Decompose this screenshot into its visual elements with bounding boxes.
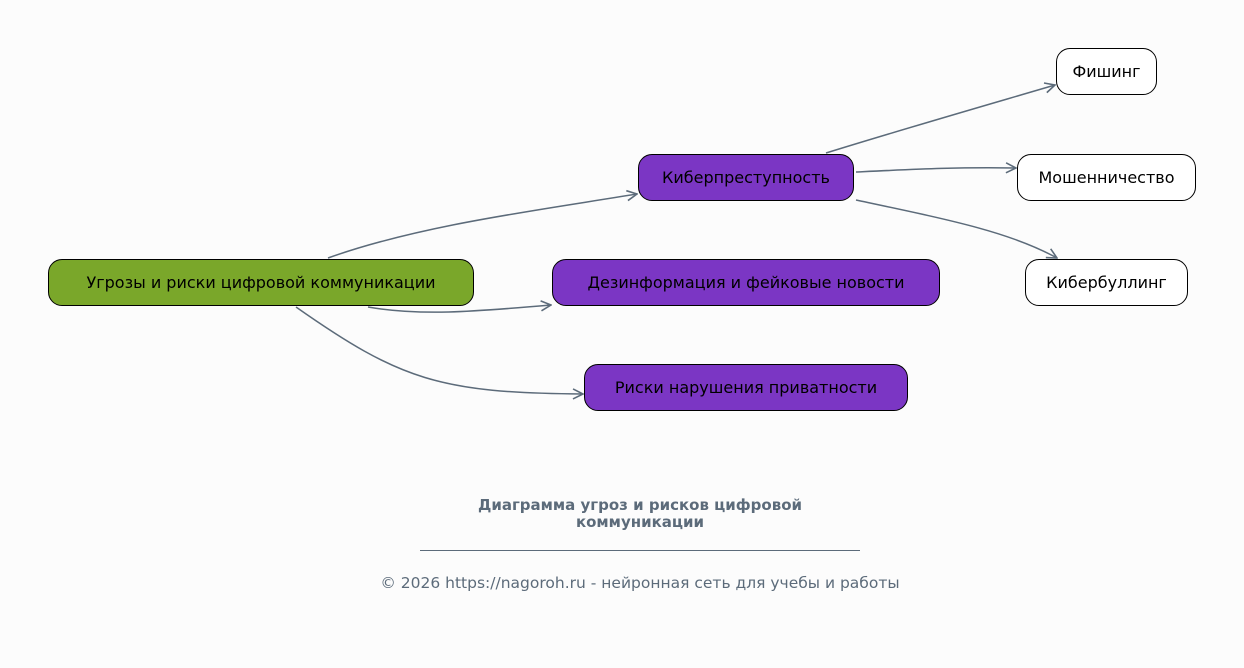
node-disinformation[interactable]: Дезинформация и фейковые новости xyxy=(552,259,940,306)
edge-cybercrime-phishing xyxy=(825,85,1055,154)
node-cybercrime[interactable]: Киберпреступность xyxy=(638,154,854,201)
divider xyxy=(420,550,860,551)
edge-root-cybercrime xyxy=(327,194,637,259)
edge-root-privacy xyxy=(295,306,583,394)
node-cyberbullying[interactable]: Кибербуллинг xyxy=(1025,259,1188,306)
edge-cybercrime-cyberbullying xyxy=(855,199,1057,258)
node-fraud[interactable]: Мошенничество xyxy=(1017,154,1196,201)
edge-root-disinformation xyxy=(367,305,551,313)
footer-copyright: © 2026 https://nagoroh.ru - нейронная се… xyxy=(380,574,900,592)
diagram-title: Диаграмма угроз и рисков цифровой коммун… xyxy=(477,496,803,531)
edge-cybercrime-fraud xyxy=(855,168,1016,172)
node-root[interactable]: Угрозы и риски цифровой коммуникации xyxy=(48,259,474,306)
node-phishing[interactable]: Фишинг xyxy=(1056,48,1157,95)
node-privacy[interactable]: Риски нарушения приватности xyxy=(584,364,908,411)
